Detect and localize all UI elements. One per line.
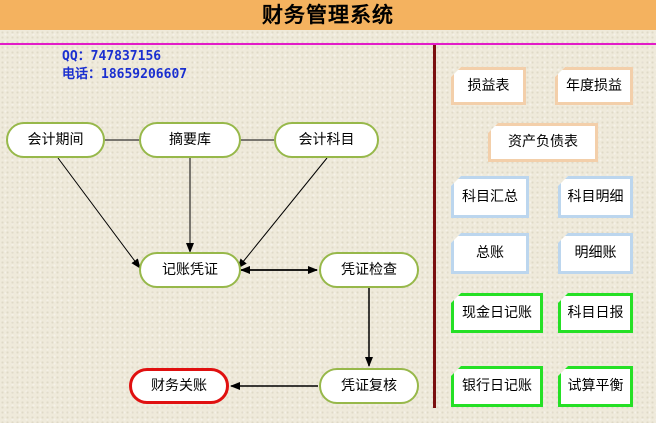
app-title: 财务管理系统 (262, 2, 394, 27)
period-node[interactable]: 会计期间 (6, 122, 105, 158)
bank-journal-button[interactable]: 银行日记账 (451, 366, 543, 407)
panel-divider (433, 45, 436, 408)
cash-journal-button[interactable]: 现金日记账 (451, 293, 543, 333)
financial-close-node[interactable]: 财务关账 (129, 368, 229, 404)
annual-profit-button[interactable]: 年度损益 (555, 67, 633, 105)
title-bar: 财务管理系统 (0, 0, 656, 30)
header-divider (0, 43, 656, 45)
detail-ledger-button[interactable]: 明细账 (558, 233, 633, 274)
record-voucher-node[interactable]: 记账凭证 (139, 252, 241, 288)
balance-sheet-button[interactable]: 资产负债表 (488, 123, 598, 162)
subject-daily-button[interactable]: 科目日报 (558, 293, 633, 333)
subject-summary-button[interactable]: 科目汇总 (451, 176, 529, 218)
general-ledger-button[interactable]: 总账 (451, 233, 529, 274)
contact-qq: QQ：747837156 (62, 49, 162, 64)
arrow-period-record (57, 157, 141, 269)
subject-detail-button[interactable]: 科目明细 (558, 176, 633, 218)
summary-node[interactable]: 摘要库 (139, 122, 241, 158)
voucher-check-node[interactable]: 凭证检查 (319, 252, 419, 288)
contact-phone: 电话：18659206607 (62, 67, 188, 82)
subject-node[interactable]: 会计科目 (274, 122, 379, 158)
trial-balance-button[interactable]: 试算平衡 (558, 366, 633, 407)
profit-statement-button[interactable]: 损益表 (451, 67, 526, 105)
arrow-subject-record (237, 157, 328, 269)
voucher-review-node[interactable]: 凭证复核 (319, 368, 419, 404)
